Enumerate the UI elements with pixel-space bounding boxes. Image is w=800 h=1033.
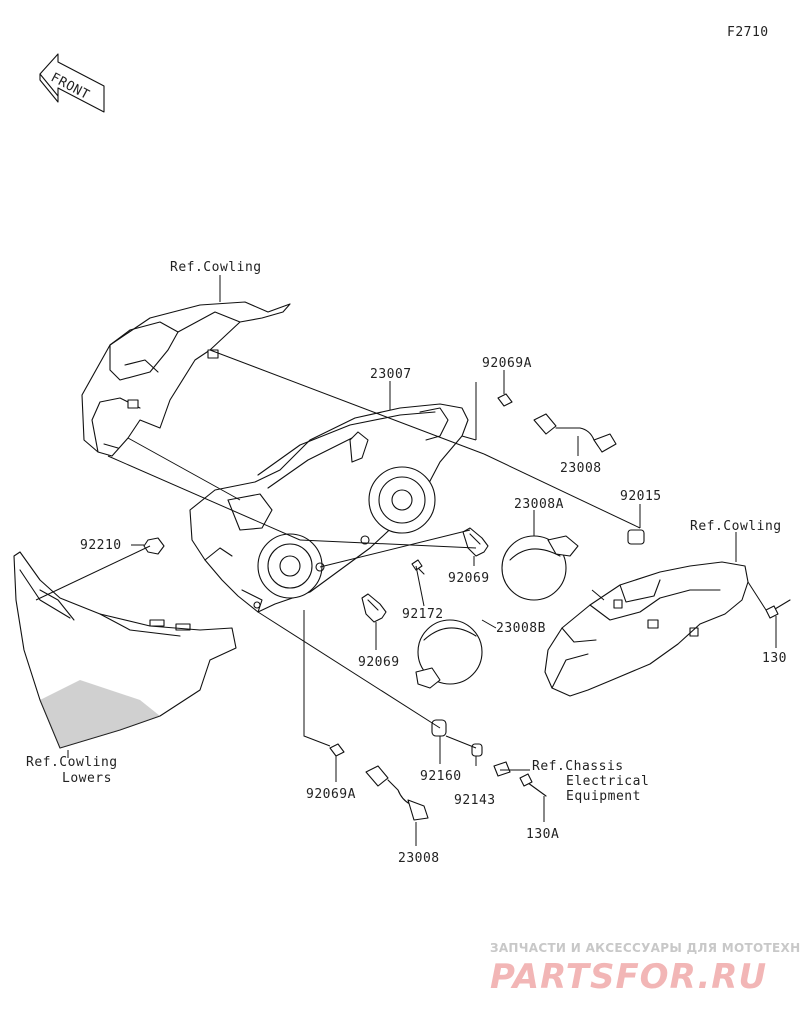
bulb-92069-mid (462, 527, 489, 557)
label-130: 130 (762, 651, 787, 666)
figure-code: F2710 (727, 25, 769, 40)
label-23008-bottom: 23008 (398, 851, 440, 866)
cap-23008A (501, 535, 579, 601)
label-ref-lowers-line1: Ref.Cowling (26, 755, 118, 770)
grommet-92160 (431, 719, 447, 737)
label-ref-lowers-line2: Lowers (62, 771, 112, 786)
label-92069A-bottom: 92069A (306, 787, 356, 802)
headlight-housing-23007 (189, 403, 469, 613)
label-92069A-top: 92069A (482, 356, 532, 371)
grommet-92015 (627, 529, 645, 545)
label-130A: 130A (526, 827, 559, 842)
label-ref-chassis-line1: Ref.Chassis (532, 759, 624, 774)
label-92210: 92210 (80, 538, 122, 553)
label-23007: 23007 (370, 367, 412, 382)
label-ref-chassis-line3: Equipment (566, 789, 641, 804)
label-92069-mid: 92069 (448, 571, 490, 586)
cap-23008B (415, 619, 483, 689)
nut-92210 (143, 537, 165, 555)
label-92172: 92172 (402, 607, 444, 622)
clip-bolt-130A (493, 761, 547, 797)
cowling-lowers-part (13, 551, 237, 749)
label-92143: 92143 (454, 793, 496, 808)
upper-cowling-part (81, 301, 291, 457)
label-23008A: 23008A (514, 497, 564, 512)
label-23008B: 23008B (496, 621, 546, 636)
label-23008-top: 23008 (560, 461, 602, 476)
socket-harness-23008-bottom (365, 765, 429, 821)
screw-92172 (411, 559, 425, 575)
bolt-130 (765, 599, 791, 619)
inner-cowling-right-part (544, 561, 749, 697)
bulb-92069A-bottom (329, 743, 345, 757)
leader-lines (35, 275, 777, 846)
socket-harness-23008-top (533, 413, 617, 453)
label-ref-cowling-top: Ref.Cowling (170, 260, 262, 275)
watermark-brand: PARTSFOR.RU (490, 957, 767, 997)
label-ref-cowling-right: Ref.Cowling (690, 519, 782, 534)
label-ref-chassis-line2: Electrical (566, 774, 649, 789)
label-92015: 92015 (620, 489, 662, 504)
label-92069-low: 92069 (358, 655, 400, 670)
bulb-92069-low (361, 593, 387, 623)
front-direction-arrow: FRONT (39, 53, 105, 113)
collar-92143 (471, 743, 483, 757)
label-92160: 92160 (420, 769, 462, 784)
watermark-tagline: ЗАПЧАСТИ И АКСЕССУАРЫ ДЛЯ МОТОТЕХНИКИ (490, 941, 800, 955)
bulb-92069A-top (497, 393, 513, 407)
